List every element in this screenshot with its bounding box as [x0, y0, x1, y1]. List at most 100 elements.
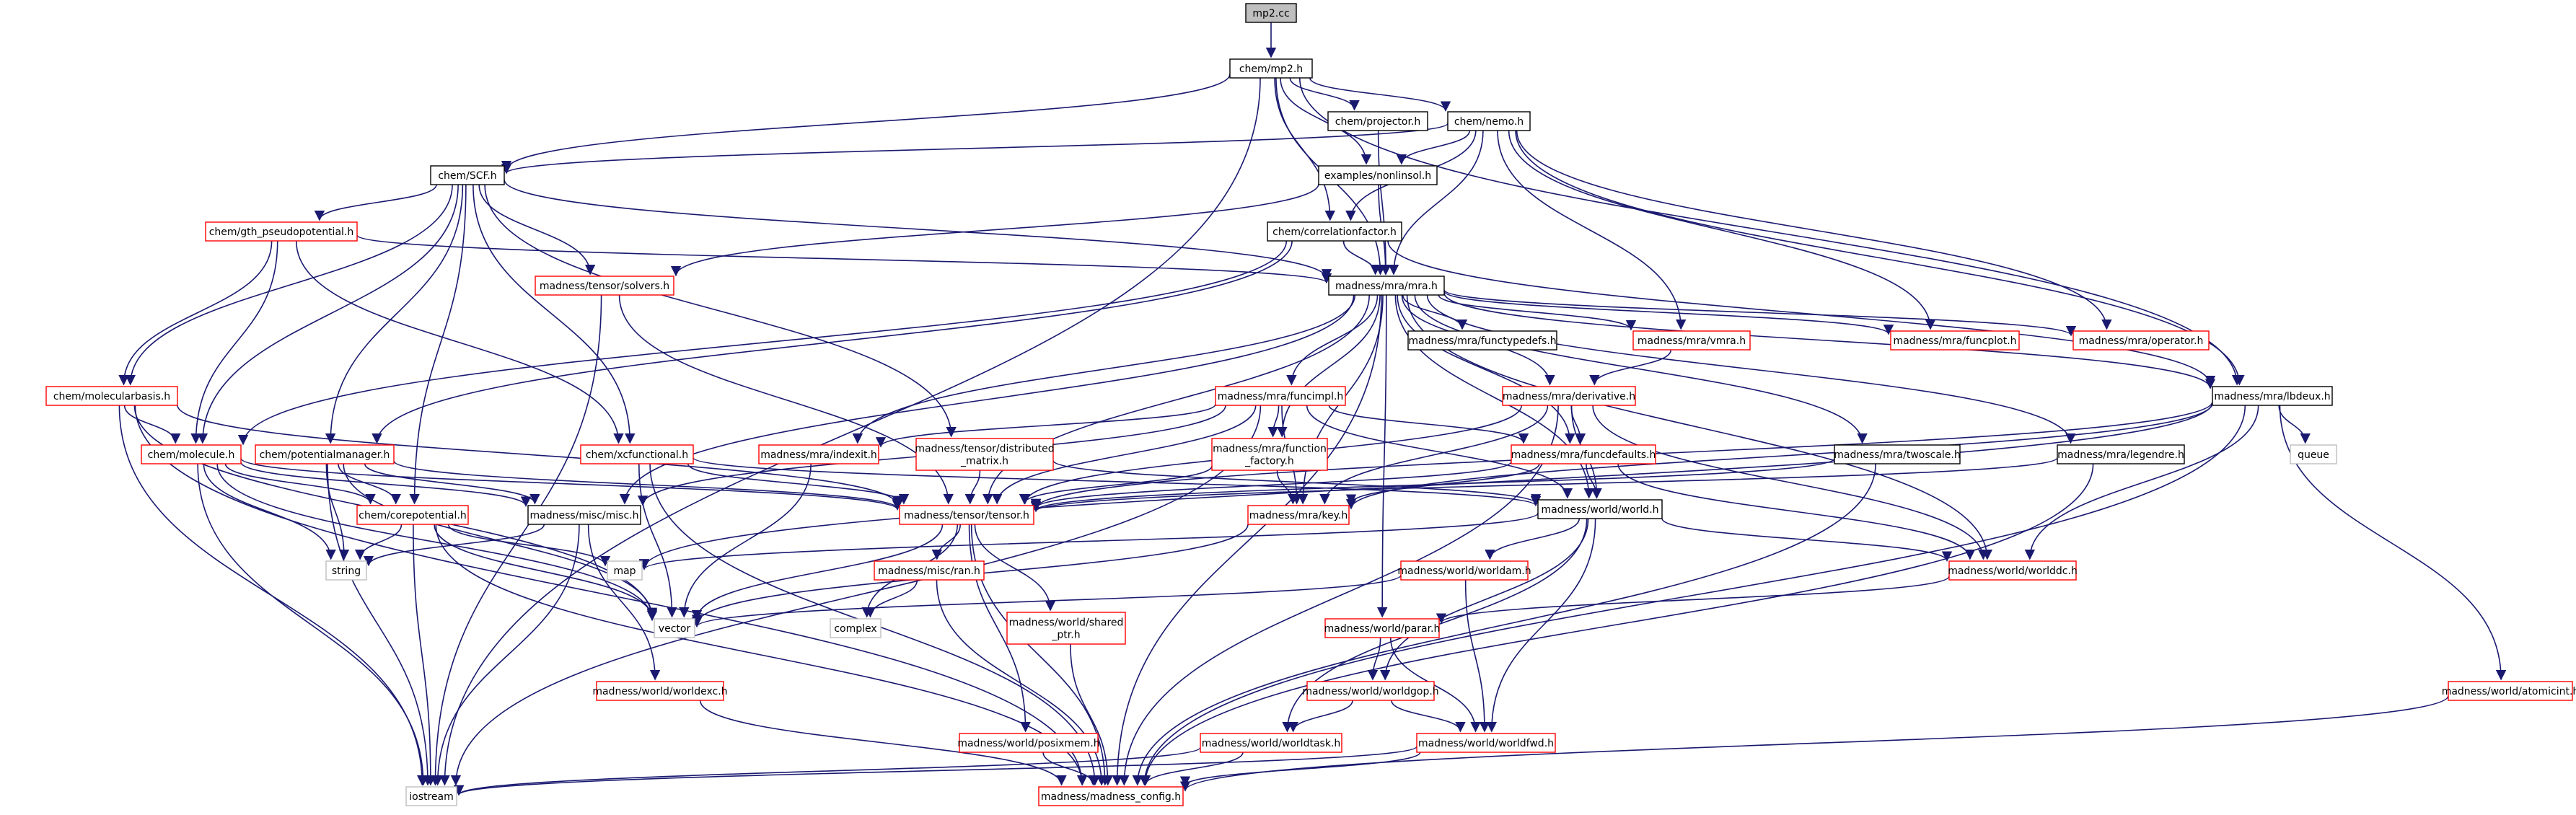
node-mra_lbdeux_h[interactable]: madness/mra/lbdeux.h [2212, 386, 2333, 406]
node-label: madness/mra/mra.h [1335, 281, 1438, 292]
node-box [1006, 612, 1126, 645]
edge-chem_nemo_h-to-mra_operator_h [1516, 130, 2112, 330]
edge-chem_gth-to-chem_xcfunctional_h [295, 240, 624, 444]
node-mra_derivative_h[interactable]: madness/mra/derivative.h [1502, 386, 1636, 406]
node-box [1245, 3, 1297, 23]
edge-mra_mra_h-to-mra_funcdefaults_h [1397, 294, 1575, 444]
node-label: chem/SCF.h [438, 170, 496, 182]
node-chem_gth[interactable]: chem/gth_pseudopotential.h [205, 221, 358, 242]
edge-chem_mp2_h-to-chem_SCF_h [501, 74, 1231, 172]
node-mra_functypedefs_h[interactable]: madness/mra/functypedefs.h [1407, 330, 1557, 351]
node-world_posixmem_h[interactable]: madness/world/posixmem.h [957, 733, 1100, 753]
node-iostream[interactable]: iostream [405, 786, 457, 806]
node-box [1511, 444, 1656, 464]
node-world_shared_ptr_h[interactable]: madness/world/shared_ptr.h [1006, 612, 1126, 645]
node-mra_operator_h[interactable]: madness/mra/operator.h [2072, 330, 2210, 351]
edge-chem_mp2_h-to-chem_nemo_h [1309, 77, 1451, 112]
edge-mra_funcdefaults_h-to-world_world_h [1586, 463, 1602, 499]
node-label: madness/mra/key.h [1249, 510, 1348, 521]
node-vector[interactable]: vector [654, 618, 695, 638]
node-map[interactable]: map [607, 560, 643, 581]
node-label: _factory.h [1244, 456, 1294, 467]
node-tensor_solvers_h[interactable]: madness/tensor/solvers.h [535, 276, 674, 296]
edge-chem_gth-to-chem_molecule_h [190, 240, 278, 444]
node-world_world_h[interactable]: madness/world/world.h [1537, 499, 1663, 519]
node-label: madness/world/shared [1009, 617, 1124, 629]
edge-chem_molecularbasis_h-to-chem_molecule_h [123, 405, 181, 444]
node-world_worldam_h[interactable]: madness/world/worldam.h [1397, 560, 1531, 581]
node-world_atomicint_h[interactable]: madness/world/atomicint.h [2442, 681, 2576, 701]
edge-mra_derivative_h-to-mra_key_h [1319, 405, 1549, 505]
node-madness_config_h[interactable]: madness/madness_config.h [1038, 786, 1184, 806]
node-label: madness/tensor/distributed [915, 444, 1054, 455]
edge-misc_misc_h-to-string [363, 524, 545, 567]
node-box [141, 444, 242, 464]
node-mra_function_factory_h[interactable]: madness/mra/function_factory.h [1211, 438, 1328, 471]
node-label: madness/mra/function [1213, 444, 1327, 455]
edge-chem_molecule_h-to-tensor_tensor_h [240, 457, 902, 511]
node-chem_correlationfactor_h[interactable]: chem/correlationfactor.h [1267, 221, 1402, 242]
node-world_worldgop_h[interactable]: madness/world/worldgop.h [1302, 681, 1439, 701]
node-world_worlddc_h[interactable]: madness/world/worlddc.h [1948, 560, 2078, 581]
node-mra_mra_h[interactable]: madness/mra/mra.h [1328, 276, 1445, 296]
node-tensor_distributed_matrix_h[interactable]: madness/tensor/distributed_matrix.h [915, 438, 1055, 471]
edge-chem_mp2_h-to-iostream [439, 77, 1261, 786]
edge-tensor_tensor_h-to-vector [691, 524, 944, 621]
node-misc_misc_h[interactable]: madness/misc/misc.h [527, 505, 641, 525]
edge-chem_corepotential_h-to-map [447, 524, 611, 567]
node-box [1890, 330, 2020, 351]
node-examples_nonlinsol_h[interactable]: examples/nonlinsol.h [1318, 165, 1438, 185]
node-chem_xcfunctional_h[interactable]: chem/xcfunctional.h [580, 444, 694, 464]
edge-chem_gth-to-mra_mra_h [356, 234, 1332, 284]
node-world_worldtask_h[interactable]: madness/world/worldtask.h [1200, 733, 1342, 753]
edge-world_world_h-to-world_worldam_h [1485, 518, 1581, 560]
node-mra_key_h[interactable]: madness/mra/key.h [1247, 505, 1350, 525]
node-box [1267, 221, 1402, 242]
node-mra_twoscale_h[interactable]: madness/mra/twoscale.h [1834, 444, 1961, 464]
edge-world_worldgop_h-to-world_worldtask_h [1288, 700, 1353, 733]
edge-chem_nemo_h-to-mra_vmra_h [1497, 130, 1687, 330]
edge-mra_twoscale_h-to-madness_config_h [1132, 463, 1876, 786]
node-box [1948, 560, 2077, 581]
edge-mra_funcimpl_h-to-tensor_tensor_h [992, 405, 1257, 505]
node-mp2_cc[interactable]: mp2.cc [1245, 3, 1297, 23]
node-mra_indexit_h[interactable]: madness/mra/indexit.h [758, 444, 879, 464]
node-world_parar_h[interactable]: madness/world/parar.h [1324, 618, 1441, 638]
node-string[interactable]: string [325, 560, 367, 581]
node-box [1537, 499, 1663, 519]
edge-world_world_h-to-map [639, 512, 1539, 570]
edge-chem_nemo_h-to-chem_SCF_h [501, 123, 1449, 175]
node-tensor_tensor_h[interactable]: madness/tensor/tensor.h [899, 505, 1034, 525]
node-chem_nemo_h[interactable]: chem/nemo.h [1447, 111, 1531, 131]
edge-world_worldfwd_h-to-madness_config_h [1179, 752, 1421, 787]
node-chem_SCF_h[interactable]: chem/SCF.h [430, 165, 505, 185]
edge-mra_derivative_h-to-world_worlddc_h [1592, 405, 1989, 560]
node-label: madness/world/worldgop.h [1302, 686, 1438, 697]
edge-mra_mra_h-to-mra_vmra_h [1438, 294, 1637, 331]
edge-chem_potentialmanager_h-to-misc_misc_h [364, 463, 540, 505]
node-mra_funcimpl_h[interactable]: madness/mra/funcimpl.h [1215, 386, 1346, 406]
node-complex[interactable]: complex [830, 618, 882, 638]
node-mra_funcplot_h[interactable]: madness/mra/funcplot.h [1890, 330, 2020, 351]
edge-chem_SCF_h-to-chem_corepotential_h [409, 184, 467, 505]
node-chem_projector_h[interactable]: chem/projector.h [1327, 111, 1428, 131]
node-chem_potentialmanager_h[interactable]: chem/potentialmanager.h [255, 444, 395, 464]
node-mra_funcdefaults_h[interactable]: madness/mra/funcdefaults.h [1511, 444, 1656, 464]
edge-world_posixmem_h-to-madness_config_h [1042, 752, 1099, 786]
node-queue[interactable]: queue [2290, 444, 2337, 464]
node-box [1200, 733, 1342, 753]
node-chem_molecularbasis_h[interactable]: chem/molecularbasis.h [45, 386, 178, 406]
node-world_worldexc_h[interactable]: madness/world/worldexc.h [592, 681, 728, 701]
node-chem_mp2_h[interactable]: chem/mp2.h [1229, 58, 1313, 79]
edge-tensor_tensor_h-to-world_shared_ptr_h [974, 524, 1056, 612]
node-chem_corepotential_h[interactable]: chem/corepotential.h [356, 505, 469, 525]
node-chem_molecule_h[interactable]: chem/molecule.h [141, 444, 242, 464]
node-mra_vmra_h[interactable]: madness/mra/vmra.h [1632, 330, 1751, 351]
node-label: madness/misc/misc.h [530, 510, 639, 521]
node-world_worldfwd_h[interactable]: madness/world/worldfwd.h [1416, 733, 1556, 753]
node-label: iostream [409, 791, 454, 803]
edge-chem_correlationfactor_h-to-mra_mra_h [1342, 240, 1381, 276]
node-mra_legendre_h[interactable]: madness/mra/legendre.h [2057, 444, 2185, 464]
node-misc_ran_h[interactable]: madness/misc/ran.h [874, 560, 985, 581]
edge-mra_mra_h-to-mra_funcimpl_h [1286, 294, 1379, 386]
